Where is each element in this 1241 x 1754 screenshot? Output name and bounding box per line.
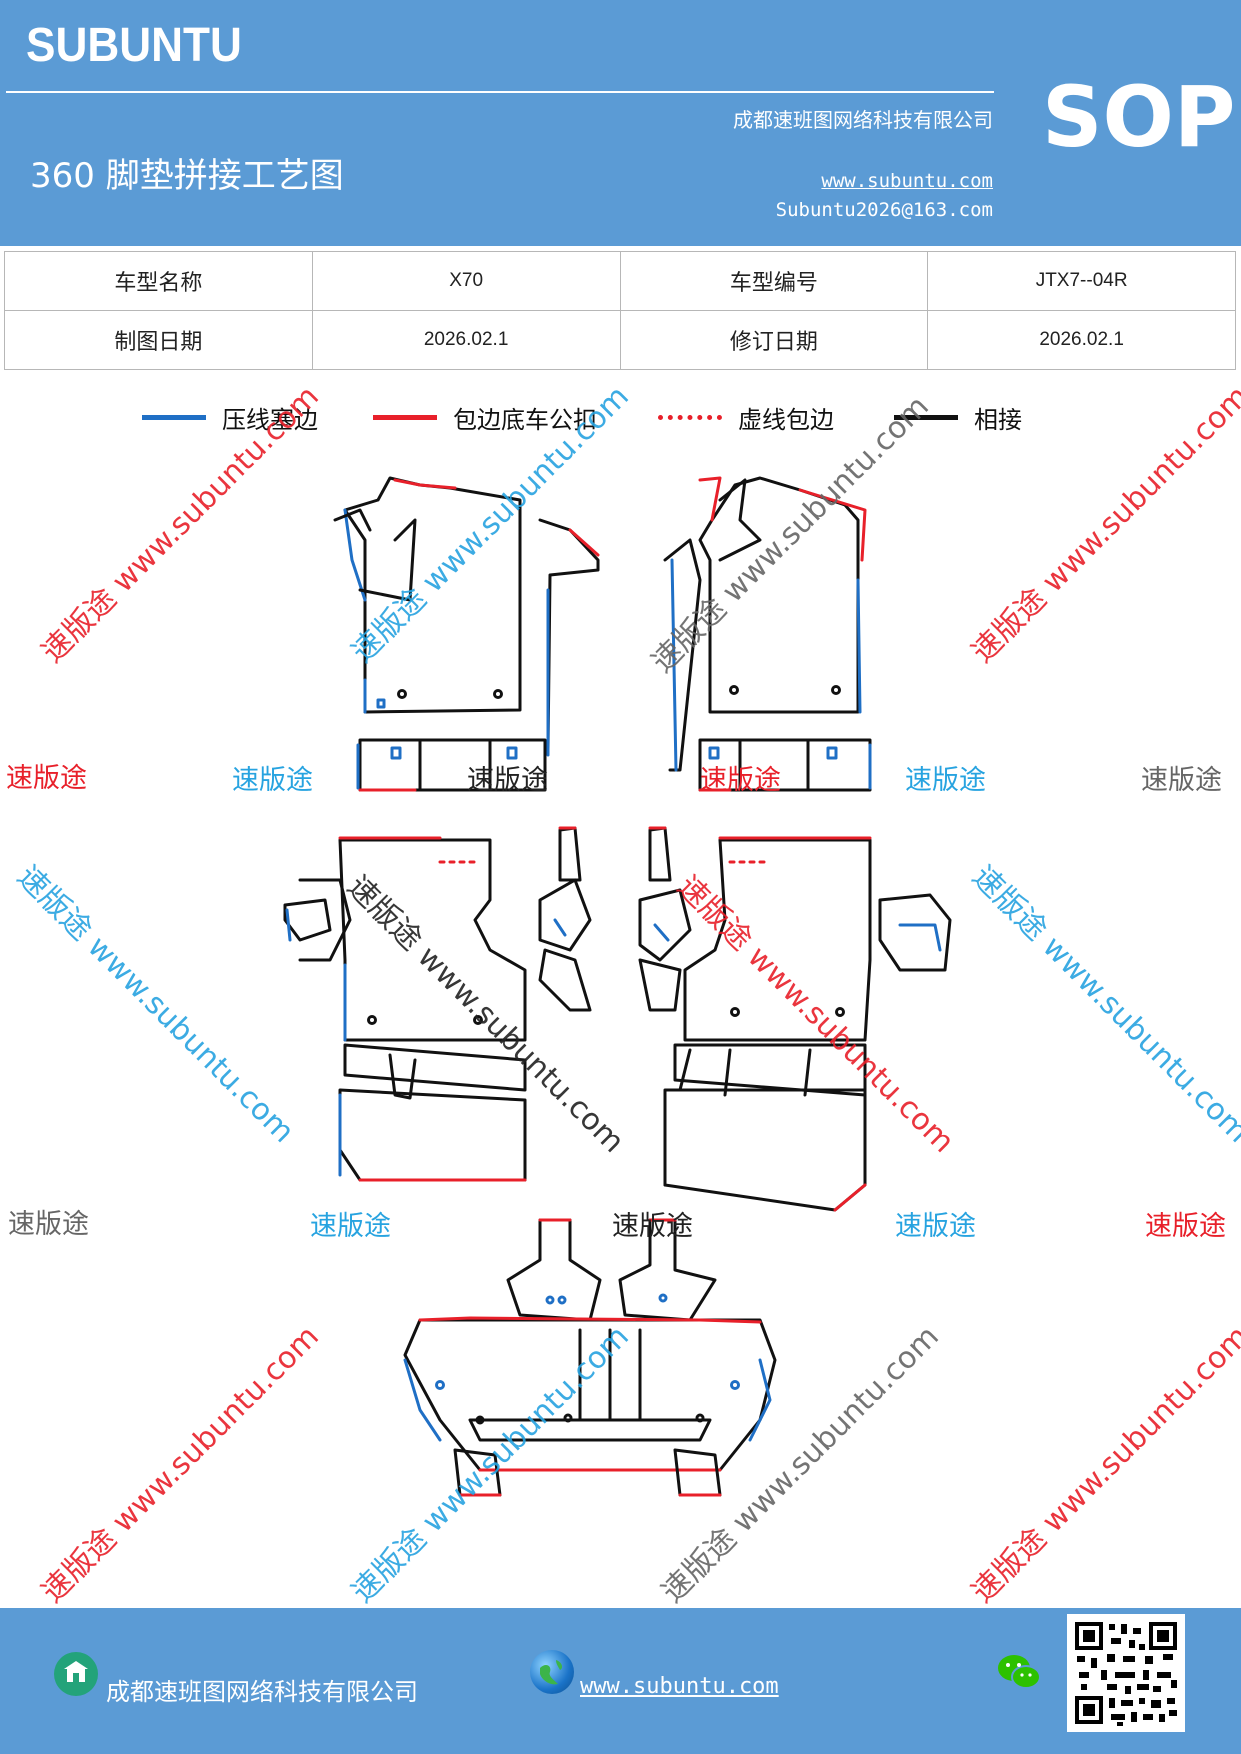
contact-email: Subuntu2026@163.com [775, 199, 993, 221]
revise-date-value: 2026.02.1 [927, 310, 1236, 370]
globe-icon [530, 1650, 574, 1694]
table-row: 车型名称 X70 车型编号 JTX7--04R [4, 251, 1236, 311]
info-table: 车型名称 X70 车型编号 JTX7--04R 制图日期 2026.02.1 修… [4, 251, 1236, 370]
wechat-icon[interactable] [996, 1652, 1042, 1692]
legend-item-edge-wrap: 包边底车公扣 [373, 400, 597, 435]
model-code-label: 车型编号 [619, 251, 929, 311]
legend-item-joint: 相接 [894, 400, 1022, 435]
watermark-label: 速版途 [232, 765, 313, 796]
watermark-label: 速版途 [612, 1211, 693, 1242]
legend-label: 虚线包边 [738, 406, 834, 434]
legend-item-press-line: 压线塞边 [142, 400, 318, 435]
revise-date-label: 修订日期 [619, 310, 929, 370]
legend-item-dotted-wrap: 虚线包边 [658, 400, 834, 435]
watermark-label: 速版途 [895, 1211, 976, 1242]
company-icon [54, 1652, 98, 1696]
header-divider [6, 91, 994, 93]
model-name-label: 车型名称 [4, 251, 313, 311]
sop-badge: SOP [1042, 68, 1236, 166]
table-row: 制图日期 2026.02.1 修订日期 2026.02.1 [4, 310, 1236, 370]
watermark-label: 速版途 [310, 1211, 391, 1242]
watermark-label: 速版途 [905, 765, 986, 796]
draw-date-value: 2026.02.1 [311, 310, 621, 370]
front-left-mat [333, 476, 600, 792]
front-right-mat [663, 476, 872, 792]
website-link[interactable]: www.subuntu.com [821, 170, 993, 192]
legend-swatch [373, 415, 437, 420]
brand-logo: SUBUNTU [26, 19, 242, 72]
legend-label: 相接 [974, 406, 1022, 434]
qr-code [1067, 1614, 1185, 1732]
legend-swatch [894, 415, 958, 420]
watermark-label: 速版途 [6, 763, 87, 794]
page-title: 360 脚垫拼接工艺图 [30, 156, 344, 196]
watermark-label: 速版途 [8, 1209, 89, 1240]
header-banner: SUBUNTU SOP 成都速班图网络科技有限公司 360 脚垫拼接工艺图 ww… [0, 0, 1241, 246]
watermark-label: 速版途 [1145, 1211, 1226, 1242]
company-name: 成都速班图网络科技有限公司 [733, 108, 993, 132]
legend-label: 包边底车公扣 [453, 406, 597, 434]
draw-date-label: 制图日期 [4, 310, 313, 370]
footer-website-link[interactable]: www.subuntu.com [580, 1674, 779, 1699]
legend-swatch [658, 415, 722, 420]
watermark-label: 速版途 [1141, 765, 1222, 796]
legend-swatch [142, 415, 206, 420]
model-code-value: JTX7--04R [927, 251, 1236, 311]
model-name-value: X70 [311, 251, 621, 311]
footer-company-name: 成都速班图网络科技有限公司 [106, 1678, 418, 1706]
legend-label: 压线塞边 [222, 406, 318, 434]
watermark-label: 速版途 [467, 765, 548, 796]
middle-right-mat [638, 826, 952, 1212]
watermark-label: 速版途 [700, 765, 781, 796]
legend: 压线塞边 包边底车公扣 虚线包边 相接 [0, 400, 1241, 440]
middle-left-mat [283, 826, 592, 1182]
rear-mat [403, 1218, 777, 1497]
